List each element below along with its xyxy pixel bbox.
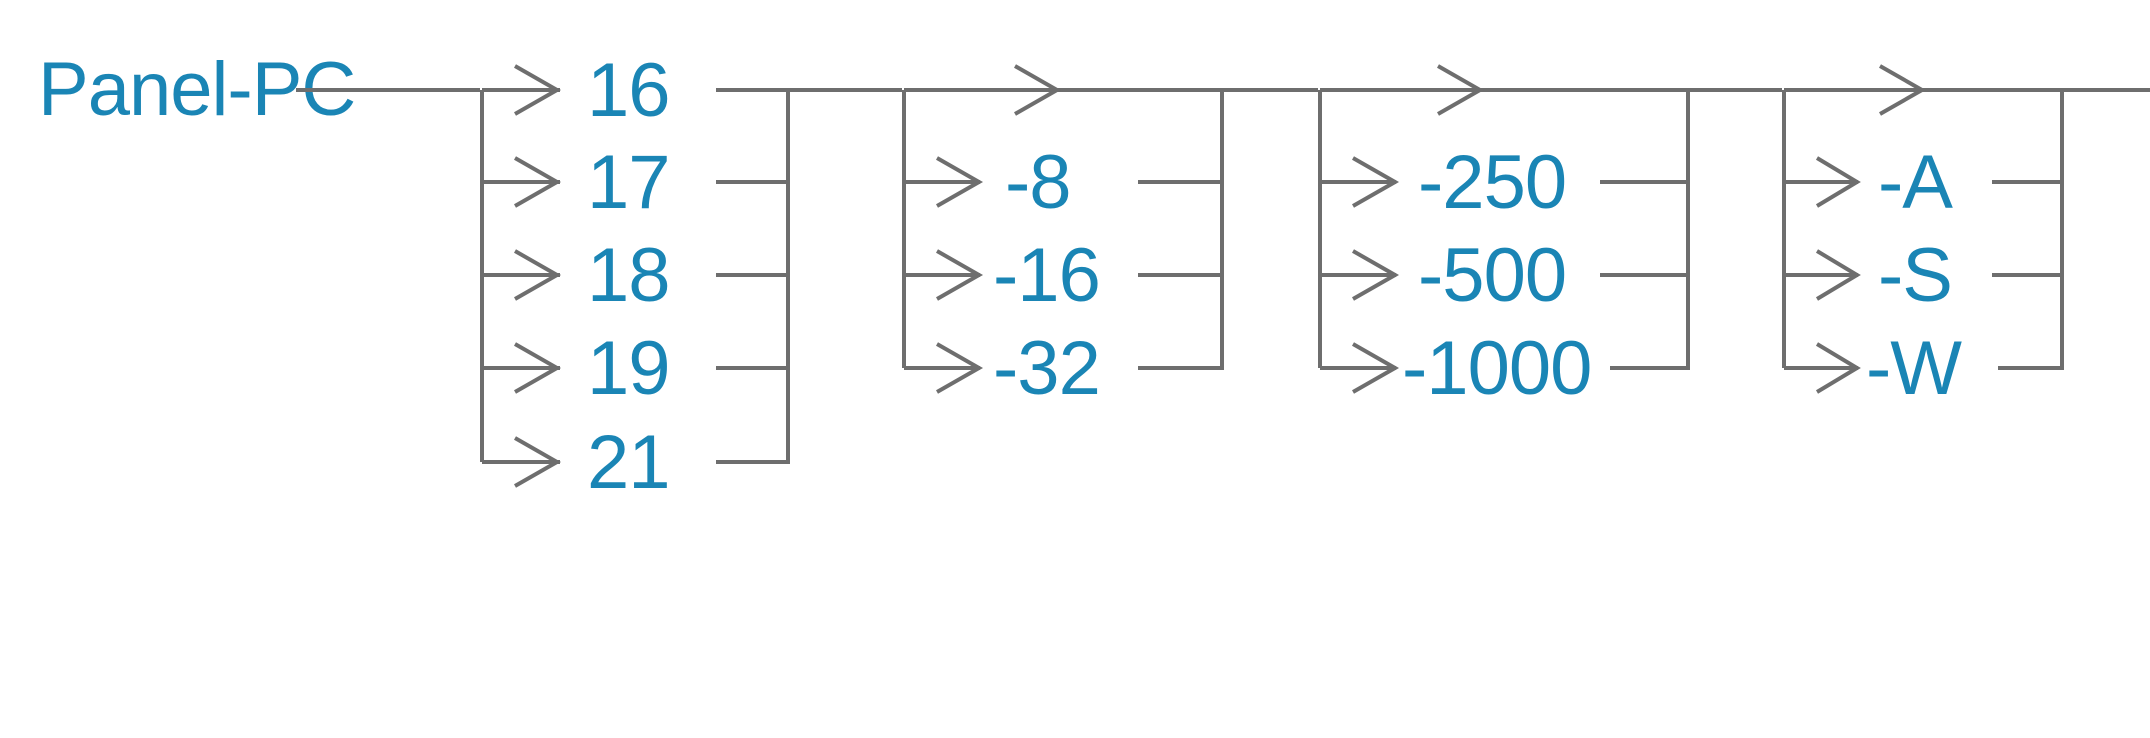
group-2-bypass [904, 64, 1224, 116]
group-4-row-2: -S [1784, 233, 2064, 318]
group-1-row-4: 19 [482, 326, 790, 411]
token-minus-s[interactable]: -S [1878, 233, 1953, 318]
group-2-row-1: -8 [904, 140, 1224, 225]
group-3-bypass [1320, 64, 1690, 116]
group-3-row-2: -500 [1320, 233, 1690, 318]
token-21[interactable]: 21 [587, 420, 671, 505]
token-19[interactable]: 19 [587, 326, 671, 411]
group-4-row-3: -W [1784, 326, 2064, 411]
token-minus-16[interactable]: -16 [993, 233, 1101, 318]
group-3-row-1: -250 [1320, 140, 1690, 225]
group-1-row-2: 17 [482, 140, 790, 225]
group-1-row-1: 16 [482, 48, 790, 133]
token-minus-1000[interactable]: -1000 [1402, 326, 1592, 411]
token-minus-32[interactable]: -32 [993, 326, 1101, 411]
group-2-row-3: -32 [904, 326, 1224, 411]
group-4: -A -S -W [1782, 64, 2064, 411]
token-minus-w[interactable]: -W [1866, 326, 1963, 411]
group-1: 16 17 18 19 [480, 48, 790, 505]
group-1-row-3: 18 [482, 233, 790, 318]
group-2-row-2: -16 [904, 233, 1224, 318]
token-minus-250[interactable]: -250 [1418, 140, 1567, 225]
group-3: -250 -500 -1000 [1318, 64, 1690, 411]
token-18[interactable]: 18 [587, 233, 671, 318]
token-16[interactable]: 16 [587, 48, 671, 133]
group-4-bypass [1784, 64, 2064, 116]
group-3-row-3: -1000 [1320, 326, 1690, 411]
group-4-row-1: -A [1784, 140, 2064, 225]
token-17[interactable]: 17 [587, 140, 671, 225]
token-minus-500[interactable]: -500 [1418, 233, 1567, 318]
token-minus-8[interactable]: -8 [1005, 140, 1072, 225]
token-minus-a[interactable]: -A [1878, 140, 1954, 225]
group-2: -8 -16 -32 [902, 64, 1224, 411]
group-1-row-5: 21 [482, 420, 790, 505]
